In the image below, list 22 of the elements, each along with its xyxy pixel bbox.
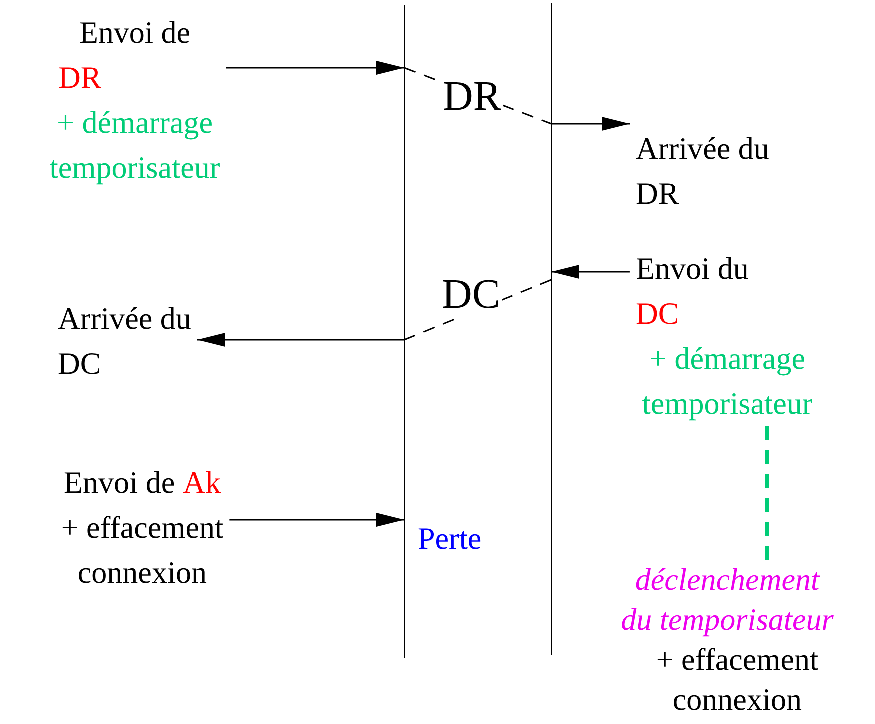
event-text: Envoi de [64, 465, 176, 500]
event-text: Arrivée du DC [58, 300, 192, 383]
event-text: + effacement connexion [655, 641, 820, 719]
event-text: DC [634, 295, 680, 333]
dashed-line [765, 426, 769, 560]
event-text: Arrivée du DR [636, 130, 770, 213]
event-text: + effacement connexion [60, 509, 225, 592]
event-text: DR [57, 59, 103, 97]
event-text: Ak [183, 465, 221, 500]
event-text: Envoi du [635, 250, 750, 288]
arrow [197, 333, 404, 347]
event-text: Envoi de [78, 14, 192, 52]
arrow [552, 117, 630, 131]
lifeline [551, 3, 552, 655]
arrow [226, 61, 404, 75]
lifeline [404, 5, 405, 658]
arrow [230, 513, 404, 527]
timer-note: déclenchement du temporisateur [620, 561, 835, 639]
loss-label: Perte [418, 520, 482, 558]
event-text: + démarrage temporisateur [641, 340, 814, 423]
arrow [552, 265, 630, 279]
event-text: + démarrage temporisateur [48, 104, 222, 187]
